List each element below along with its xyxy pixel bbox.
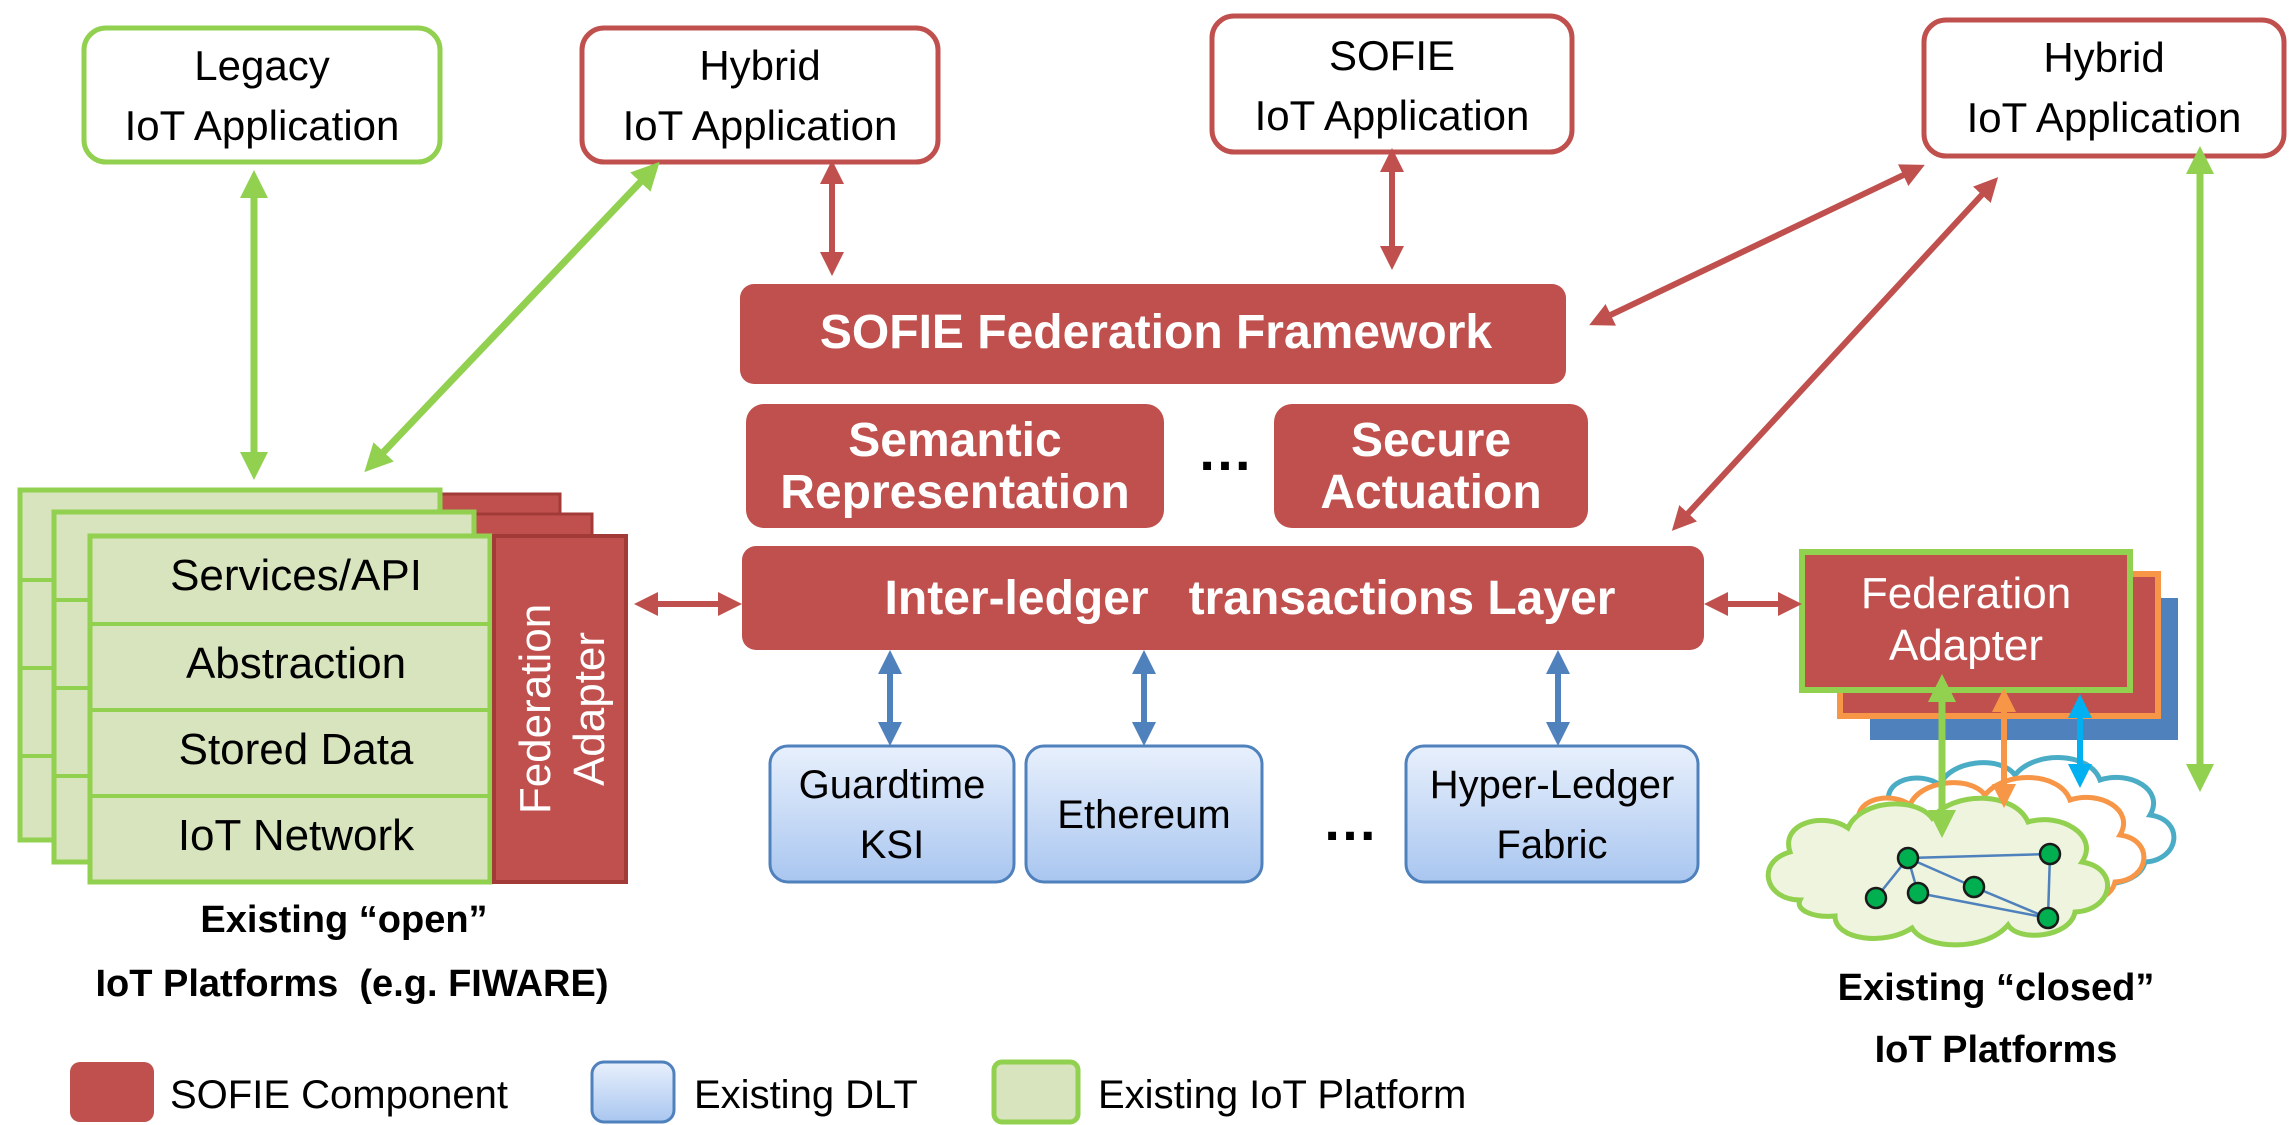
network-node xyxy=(1864,886,1888,910)
closed-adapter-line1: Federation xyxy=(1861,569,2071,618)
legend-sofie-label: SOFIE Component xyxy=(170,1073,508,1117)
legend: SOFIE Component Existing DLT Existing Io… xyxy=(70,1059,1466,1125)
interledger-layer: Inter-ledger transactions Layer xyxy=(742,546,1704,650)
network-node xyxy=(2036,906,2060,930)
closed-platform-caption-line1: Existing “closed” xyxy=(1838,967,2155,1009)
legend-iot-label: Existing IoT Platform xyxy=(1098,1073,1466,1117)
dlt-ellipsis: … xyxy=(1322,789,1378,852)
guardtime-ksi-box: Guardtime KSI xyxy=(768,744,1016,884)
layer-stored-data: Stored Data xyxy=(179,725,414,774)
legend-dlt-label: Existing DLT xyxy=(694,1073,918,1117)
semantic-representation-box: Semantic Representation xyxy=(746,404,1164,528)
hyperledger-line1: Hyper-Ledger xyxy=(1430,763,1675,807)
hybrid-app-left-box: Hybrid IoT Application xyxy=(579,25,941,165)
hyperledger-line2: Fabric xyxy=(1496,823,1607,867)
open-iot-platform-stack: Services/API Abstraction Stored Data IoT… xyxy=(17,487,628,885)
semantic-line2: Representation xyxy=(780,466,1129,519)
hybrid-right-to-interledger-arrow xyxy=(1671,177,1999,531)
closed-platform-caption-line2: IoT Platforms xyxy=(1875,1029,2118,1071)
ethereum-label: Ethereum xyxy=(1057,793,1230,837)
hybrid-left-to-platform-arrow xyxy=(364,161,660,473)
secure-actuation-box: Secure Actuation xyxy=(1274,404,1588,528)
legend-sofie-swatch xyxy=(70,1062,154,1122)
closed-iot-platform: Federation Adapter xyxy=(1765,549,2178,948)
open-platform-caption-line1: Existing “open” xyxy=(200,899,487,941)
guardtime-line1: Guardtime xyxy=(799,763,986,807)
hyperledger-fabric-box: Hyper-Ledger Fabric xyxy=(1404,744,1700,884)
network-node xyxy=(1962,875,1986,899)
legacy-app-box: Legacy IoT Application xyxy=(81,25,443,165)
legacy-app-line2: IoT Application xyxy=(125,102,400,149)
components-ellipsis: … xyxy=(1197,419,1253,482)
connection-arrows xyxy=(240,146,2214,838)
secure-line2: Actuation xyxy=(1320,466,1541,519)
layer-abstraction: Abstraction xyxy=(186,639,406,688)
guardtime-line2: KSI xyxy=(860,823,924,867)
network-node xyxy=(2038,842,2062,866)
iot-network-graph xyxy=(1864,842,2062,930)
sofie-app-line1: SOFIE xyxy=(1329,32,1455,79)
open-platform-caption-line2: IoT Platforms (e.g. FIWARE) xyxy=(95,963,608,1005)
hybrid-left-line2: IoT Application xyxy=(623,102,898,149)
semantic-line1: Semantic xyxy=(848,414,1061,467)
hybrid-left-line1: Hybrid xyxy=(699,42,820,89)
secure-line1: Secure xyxy=(1351,414,1511,467)
legacy-app-line1: Legacy xyxy=(194,42,329,89)
sofie-federation-framework: SOFIE Federation Framework xyxy=(740,284,1566,384)
closed-adapter-line2: Adapter xyxy=(1889,621,2043,670)
interledger-label: Inter-ledger transactions Layer xyxy=(885,572,1616,625)
sofie-app-line2: IoT Application xyxy=(1255,92,1530,139)
legend-dlt-swatch xyxy=(590,1060,676,1124)
open-adapter-line1: Federation xyxy=(511,604,560,814)
hybrid-right-to-framework-arrow xyxy=(1589,164,1925,326)
layer-services-api: Services/API xyxy=(170,551,422,600)
network-node xyxy=(1896,846,1920,870)
network-node xyxy=(1906,881,1930,905)
open-adapter-line2: Adapter xyxy=(565,632,614,786)
ethereum-box: Ethereum xyxy=(1024,744,1264,884)
framework-label: SOFIE Federation Framework xyxy=(820,306,1492,359)
hybrid-right-line1: Hybrid xyxy=(2043,34,2164,81)
hybrid-app-right-box: Hybrid IoT Application xyxy=(1921,17,2287,159)
layer-iot-network: IoT Network xyxy=(178,811,415,860)
sofie-app-box: SOFIE IoT Application xyxy=(1209,13,1575,155)
legend-iot-swatch xyxy=(991,1059,1081,1125)
hybrid-right-line2: IoT Application xyxy=(1967,94,2242,141)
